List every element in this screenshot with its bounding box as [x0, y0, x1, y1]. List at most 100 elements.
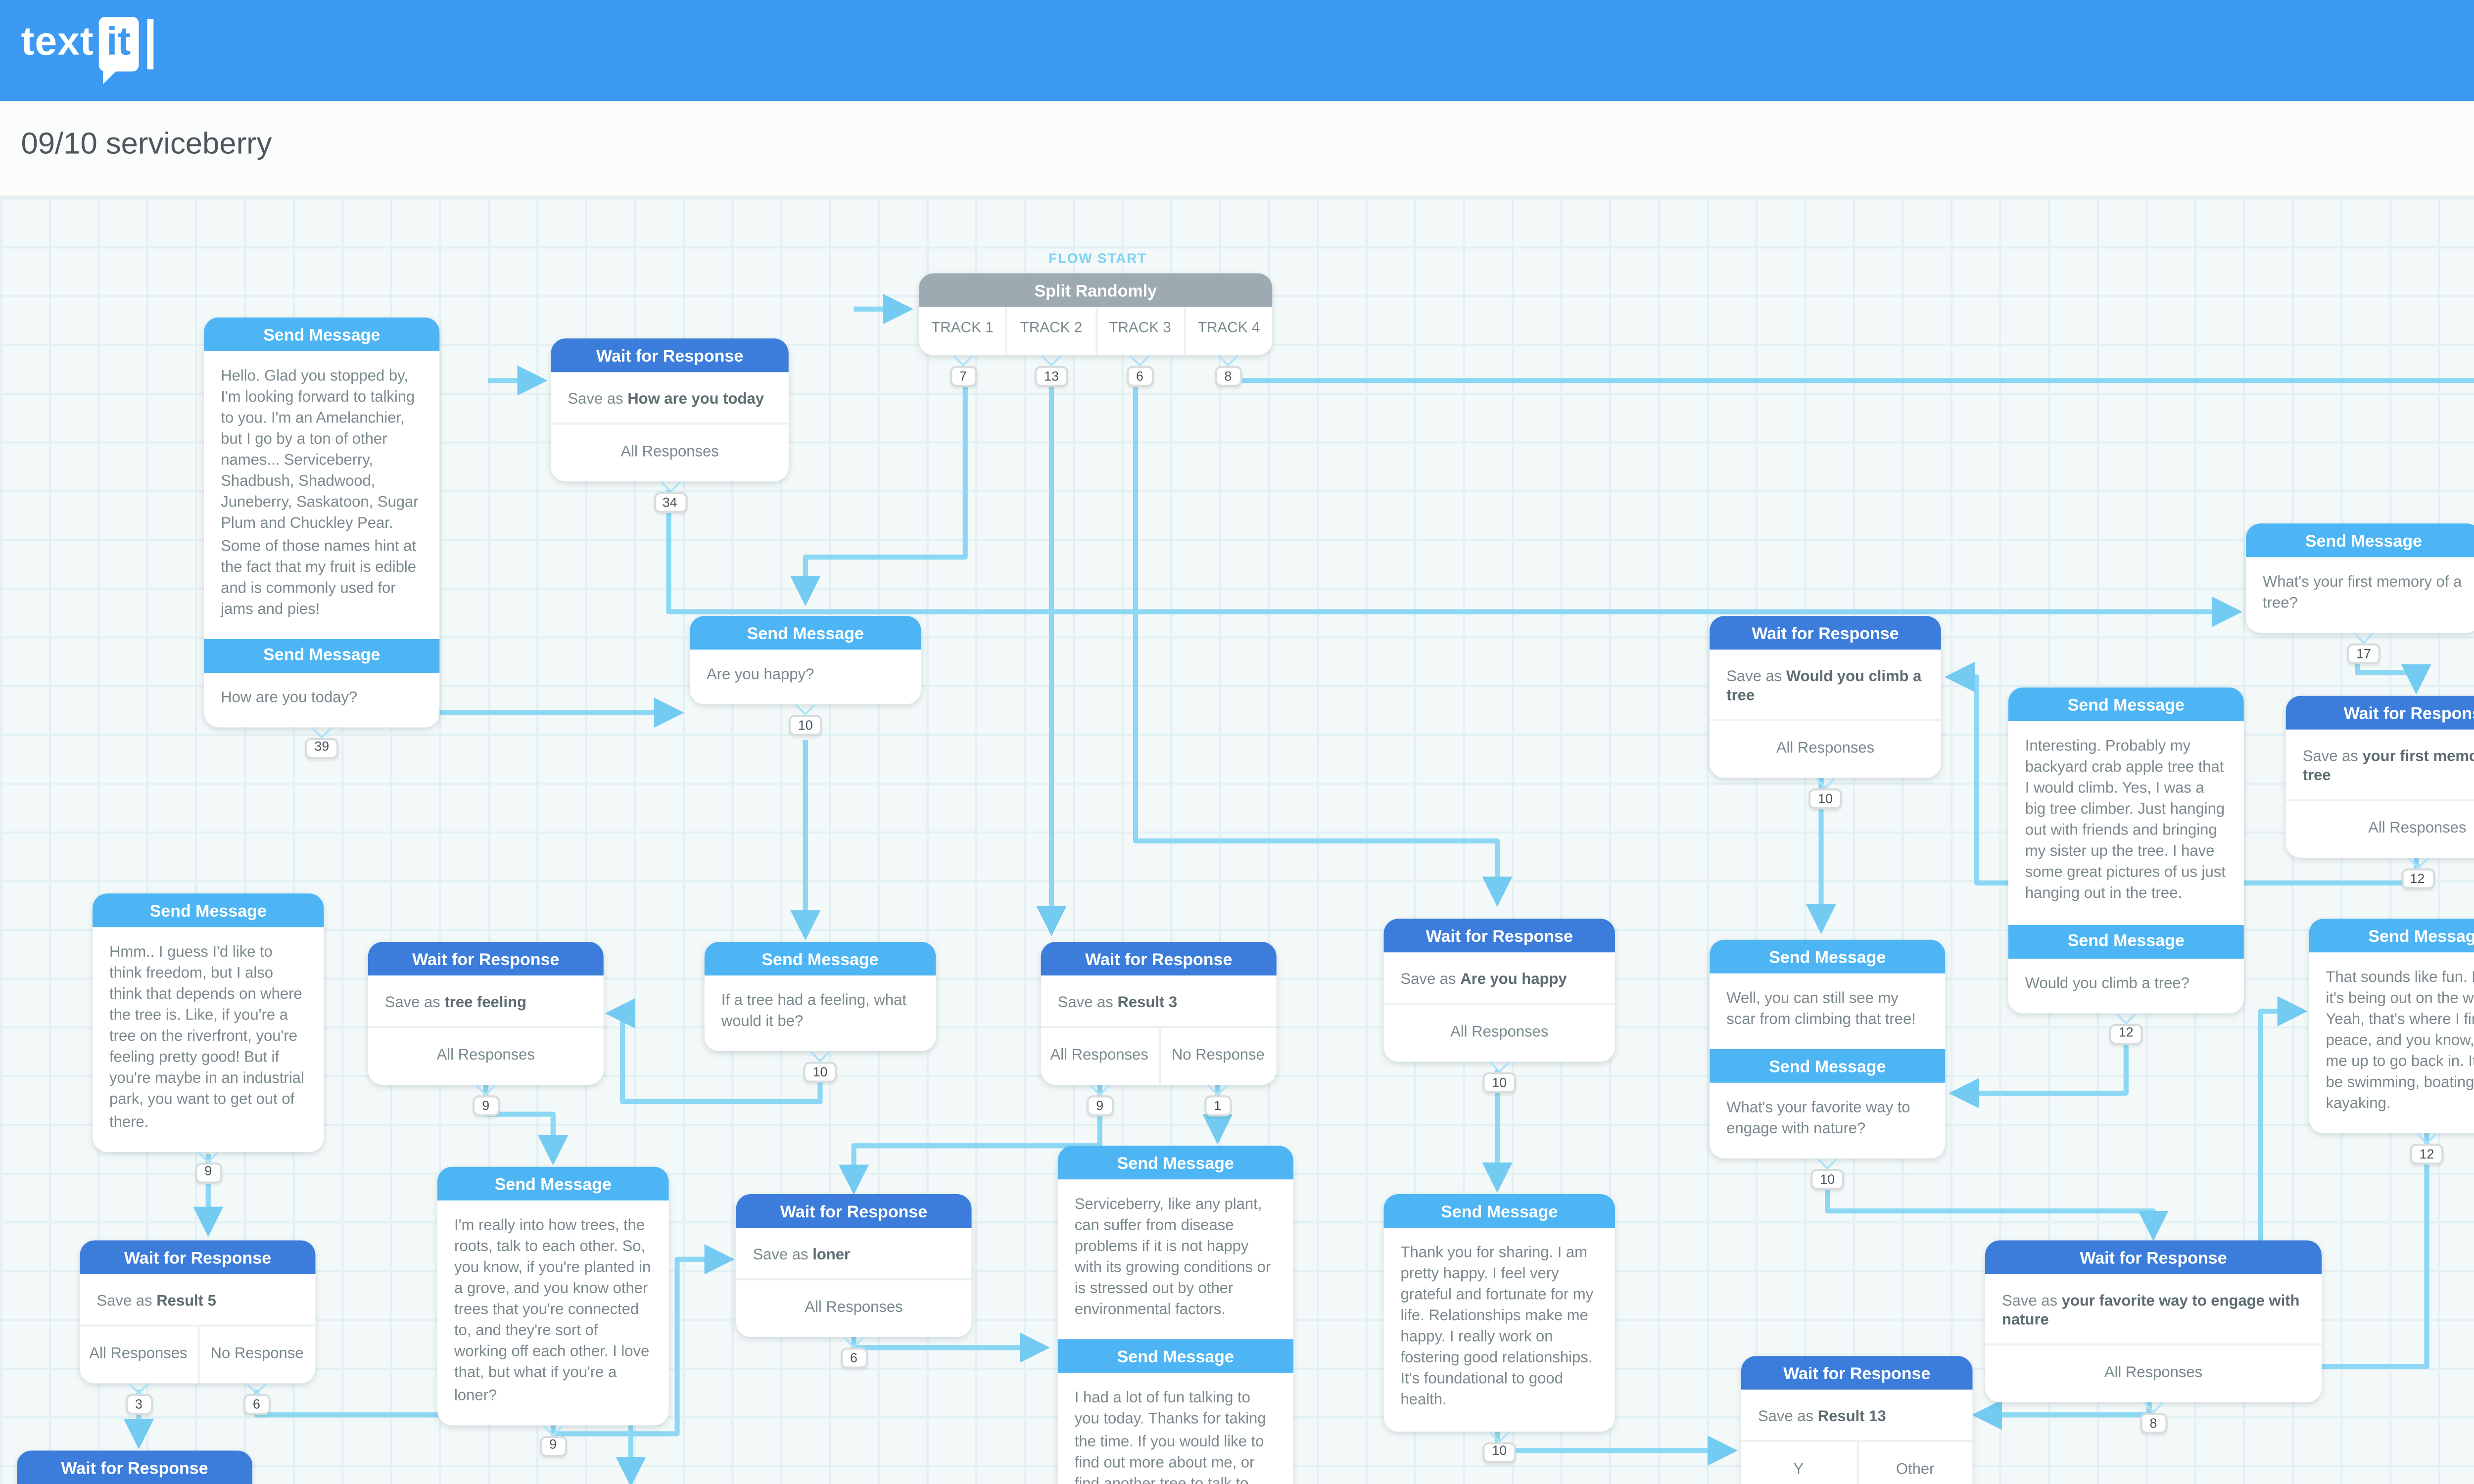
exit-badge[interactable]: 10: [1810, 1169, 1845, 1191]
node-header: Wait for Response: [1710, 616, 1941, 650]
exit-badge[interactable]: 10: [1808, 788, 1843, 810]
exit-badge[interactable]: 6: [243, 1393, 270, 1415]
exit-badge[interactable]: 1: [1204, 1095, 1231, 1116]
save-as-row: Save as Result 13: [1741, 1390, 1973, 1442]
node-header: Send Message: [1057, 1340, 1293, 1374]
exit-badge[interactable]: 6: [1126, 366, 1153, 387]
exit-badge[interactable]: 13: [1034, 366, 1069, 387]
exit-badge[interactable]: 9: [1087, 1095, 1113, 1116]
flow-title-bar: 09/10 serviceberry: [0, 101, 2474, 198]
message-text: Are you happy?: [707, 664, 814, 684]
save-as-row: Save as Are you happy: [1383, 952, 1615, 1005]
logo-cursor-bar: [147, 19, 153, 70]
exit-badge[interactable]: 9: [195, 1161, 222, 1183]
category-label: No Response: [210, 1343, 304, 1362]
exit-badge[interactable]: 12: [2410, 1144, 2444, 1166]
exit-badge[interactable]: 7: [950, 366, 977, 387]
node-header: Send Message: [2008, 687, 2244, 721]
categories-row: All Responses No Response: [80, 1326, 316, 1384]
save-as-row: Save as your first memory of a tree: [2285, 730, 2474, 801]
node-header: Send Message: [2008, 924, 2244, 958]
save-as-label: Save as: [568, 388, 628, 407]
save-as-name: loner: [812, 1243, 851, 1263]
category-label: All Responses: [805, 1297, 903, 1316]
save-as-name: tree feeling: [444, 991, 526, 1011]
message-text: Well, you can still see my scar from cli…: [1726, 988, 1916, 1028]
exit-badge[interactable]: 12: [2400, 868, 2434, 889]
exit-badge[interactable]: 10: [803, 1062, 837, 1083]
category-label: All Responses: [80, 1326, 199, 1384]
exit-badge[interactable]: 8: [2140, 1413, 2167, 1434]
node-header: Send Message: [690, 616, 921, 650]
node-header: Wait for Response: [1383, 919, 1615, 953]
message-text: I had a lot of fun talking to you today.…: [1074, 1388, 1266, 1484]
textit-logo[interactable]: text it: [21, 17, 153, 84]
message-text: That sounds like fun. For me it's being …: [2326, 967, 2474, 1113]
exit-badge[interactable]: 6: [840, 1347, 867, 1369]
save-as-label: Save as: [2302, 745, 2363, 764]
exit-badge[interactable]: 10: [1482, 1441, 1517, 1462]
exit-badge[interactable]: 9: [473, 1095, 499, 1116]
node-header: Send Message: [204, 317, 440, 351]
node-header: Wait for Response: [1741, 1356, 1973, 1390]
exit-badge[interactable]: 10: [788, 715, 822, 736]
node-header: Wait for Response: [368, 942, 604, 975]
category-label: All Responses: [620, 441, 719, 461]
node-send-message[interactable]: Send Message Well, you can still see my s…: [1710, 939, 1946, 1191]
node-send-message[interactable]: Send Message Serviceberry, like any plant…: [1057, 1146, 1293, 1484]
save-as-name: Would you climb a tree: [1726, 665, 1922, 703]
save-as-name: Are you happy: [1460, 968, 1567, 987]
category-label: Y: [1741, 1442, 1858, 1484]
topbar: text it: [0, 0, 2474, 101]
save-as-label: Save as: [753, 1243, 813, 1263]
exit-badge[interactable]: 10: [1482, 1072, 1517, 1093]
exit-badge[interactable]: 3: [125, 1393, 152, 1415]
save-as-label: Save as: [1057, 991, 1118, 1011]
node-header: Wait for Response: [1041, 942, 1277, 975]
exit-badge[interactable]: 34: [653, 492, 687, 513]
category-label: Other: [1896, 1459, 1935, 1478]
message-text: Interesting. Probably my backyard crab a…: [2025, 736, 2226, 903]
message-text: If a tree had a feeling, what would it b…: [721, 990, 906, 1030]
logo-speech-bubble: it: [98, 17, 140, 84]
category-label: All Responses: [1041, 1028, 1160, 1085]
exit-badge[interactable]: 8: [1215, 366, 1241, 387]
node-wait-for-response[interactable]: Wait for Response: [17, 1450, 252, 1484]
node-header: Send Message: [93, 893, 324, 928]
message-text: Serviceberry, like any plant, can suffer…: [1074, 1194, 1271, 1319]
node-header: Send Message: [1710, 1049, 1946, 1083]
exit-badge[interactable]: 17: [2346, 644, 2381, 665]
save-as-label: Save as: [1400, 968, 1461, 987]
exit-badge[interactable]: 39: [305, 737, 339, 759]
logo-text: text: [21, 21, 94, 65]
save-as-name: Result 3: [1117, 991, 1178, 1011]
exit-badge[interactable]: 12: [2109, 1022, 2143, 1044]
exit-badge[interactable]: 9: [540, 1435, 567, 1456]
categories-row: All Responses: [2286, 801, 2474, 858]
category-label: TRACK 2: [1008, 307, 1097, 356]
